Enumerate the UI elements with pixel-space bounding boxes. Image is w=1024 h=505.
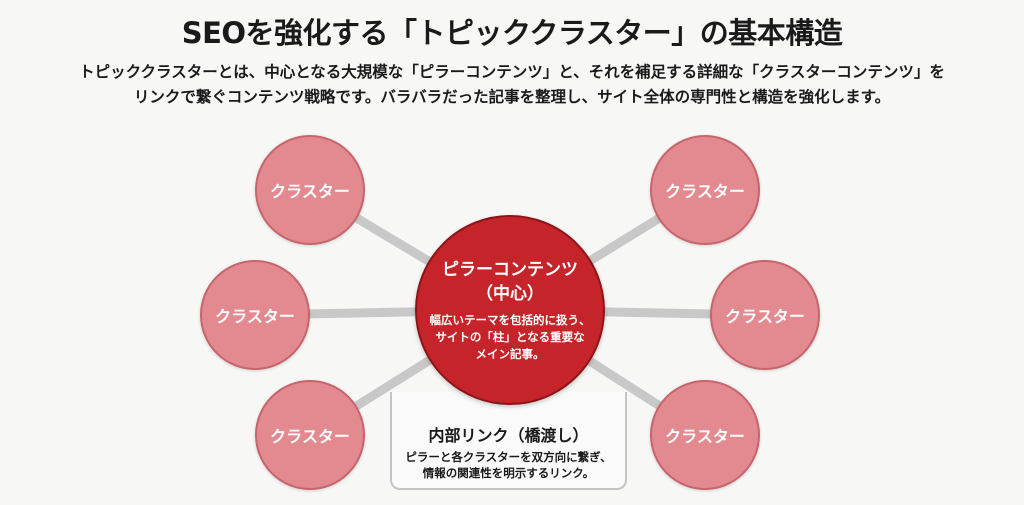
- pillar-node: ピラーコンテンツ （中心） 幅広いテーマを包括的に扱う、 サイトの「柱」となる重…: [415, 215, 605, 405]
- description-line: トピッククラスターとは、中心となる大規模な「ピラーコンテンツ」と、それを補足する…: [79, 63, 945, 81]
- pillar-description-line: メイン記事。: [475, 346, 545, 361]
- page-title: SEOを強化する「トピッククラスター」の基本構造: [181, 16, 843, 50]
- cluster-node-bottom-left: クラスター: [255, 380, 365, 490]
- cluster-node-top-right: クラスター: [650, 135, 760, 245]
- internal-link-description: ピラーと各クラスターを双方向に繋ぎ、 情報の関連性を明示するリンク。: [392, 449, 625, 481]
- pillar-description-line: サイトの「柱」となる重要な: [435, 329, 585, 344]
- internal-link-line: 情報の関連性を明示するリンク。: [422, 466, 595, 480]
- pillar-subtitle: （中心）: [476, 283, 544, 304]
- description-line: リンクで繋ぐコンテンツ戦略です。バラバラだった記事を整理し、サイト全体の専門性と…: [133, 88, 891, 106]
- internal-link-title: 内部リンク（橋渡し）: [428, 426, 589, 445]
- cluster-node-top-left: クラスター: [255, 135, 365, 245]
- internal-link-line: ピラーと各クラスターを双方向に繋ぎ、: [405, 450, 612, 464]
- page-description: トピッククラスターとは、中心となる大規模な「ピラーコンテンツ」と、それを補足する…: [0, 60, 1024, 110]
- pillar-description: 幅広いテーマを包括的に扱う、 サイトの「柱」となる重要な メイン記事。: [430, 312, 591, 363]
- internal-link-box: 内部リンク（橋渡し） ピラーと各クラスターを双方向に繋ぎ、 情報の関連性を明示す…: [390, 392, 627, 490]
- cluster-node-middle-right: クラスター: [710, 260, 820, 370]
- pillar-description-line: 幅広いテーマを包括的に扱う、: [429, 312, 591, 327]
- cluster-node-middle-left: クラスター: [200, 260, 310, 370]
- cluster-node-bottom-right: クラスター: [650, 380, 760, 490]
- pillar-title: ピラーコンテンツ: [442, 259, 578, 280]
